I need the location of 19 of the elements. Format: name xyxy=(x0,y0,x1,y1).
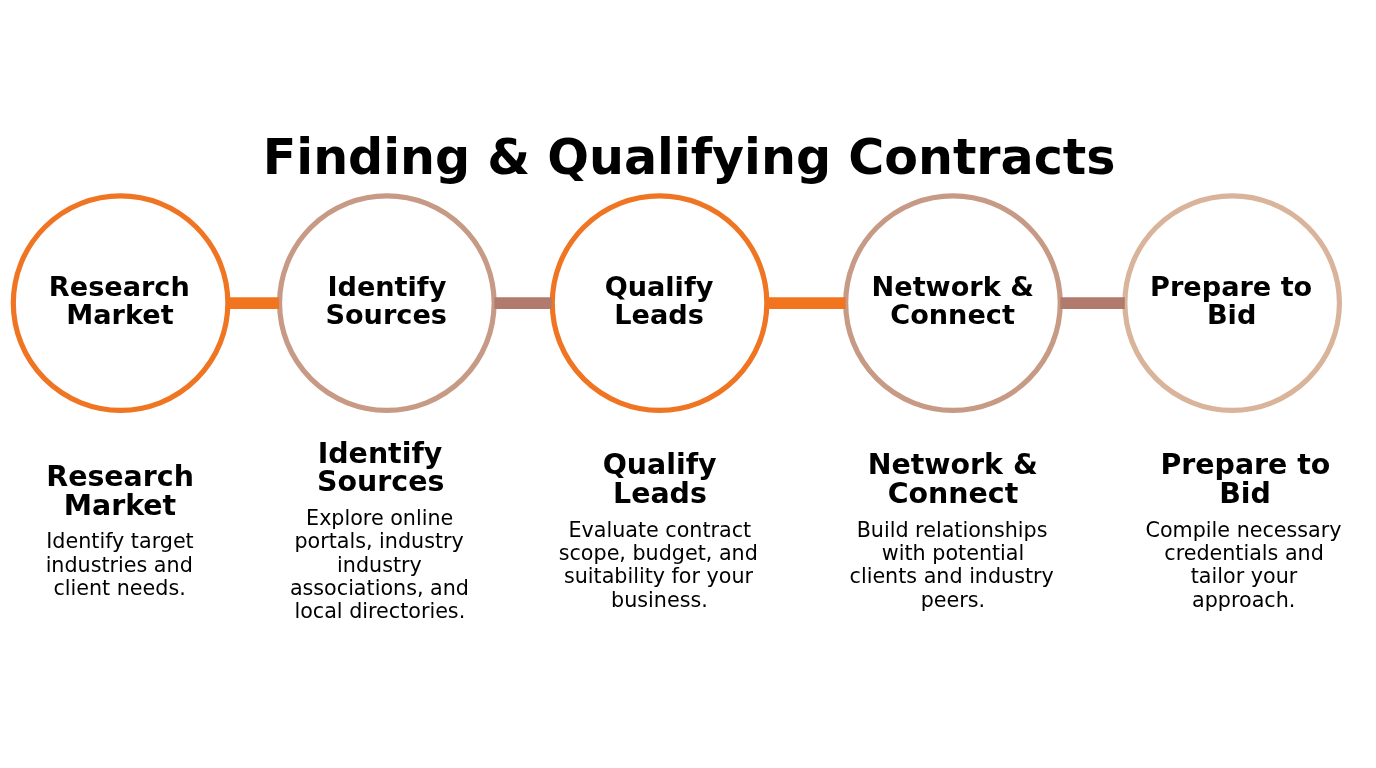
node-circle: Research Market xyxy=(10,192,231,413)
connector xyxy=(767,296,846,309)
node-circle: Prepare to Bid xyxy=(1122,192,1342,413)
node-label: Explore online portals, industry industry associations, and local directories. xyxy=(289,505,469,623)
connector xyxy=(494,296,552,309)
node-label: Build relationships with potential clients and industry peers. xyxy=(849,517,1054,612)
node-label: Evaluate contract scope, budget, and suitability for your business. xyxy=(558,517,758,612)
node-circle: Identify Sources xyxy=(277,192,497,413)
node-label: Identify target industries and client needs. xyxy=(45,528,194,600)
node-label: Qualify Leads xyxy=(602,447,717,510)
node-circle: Qualify Leads xyxy=(549,192,770,413)
node-label: Compile necessary credentials and tailor your approach. xyxy=(1145,517,1342,612)
node-label: Identify Sources xyxy=(317,436,445,498)
diagram-title: Finding & Qualifying Contracts xyxy=(262,127,1116,186)
node-label: Prepare to Bid xyxy=(1160,447,1331,510)
connector xyxy=(1060,296,1125,309)
node-circle: Network & Connect xyxy=(843,192,1063,413)
node-label: Network & Connect xyxy=(867,447,1038,510)
node-label: Research Market xyxy=(46,459,194,522)
